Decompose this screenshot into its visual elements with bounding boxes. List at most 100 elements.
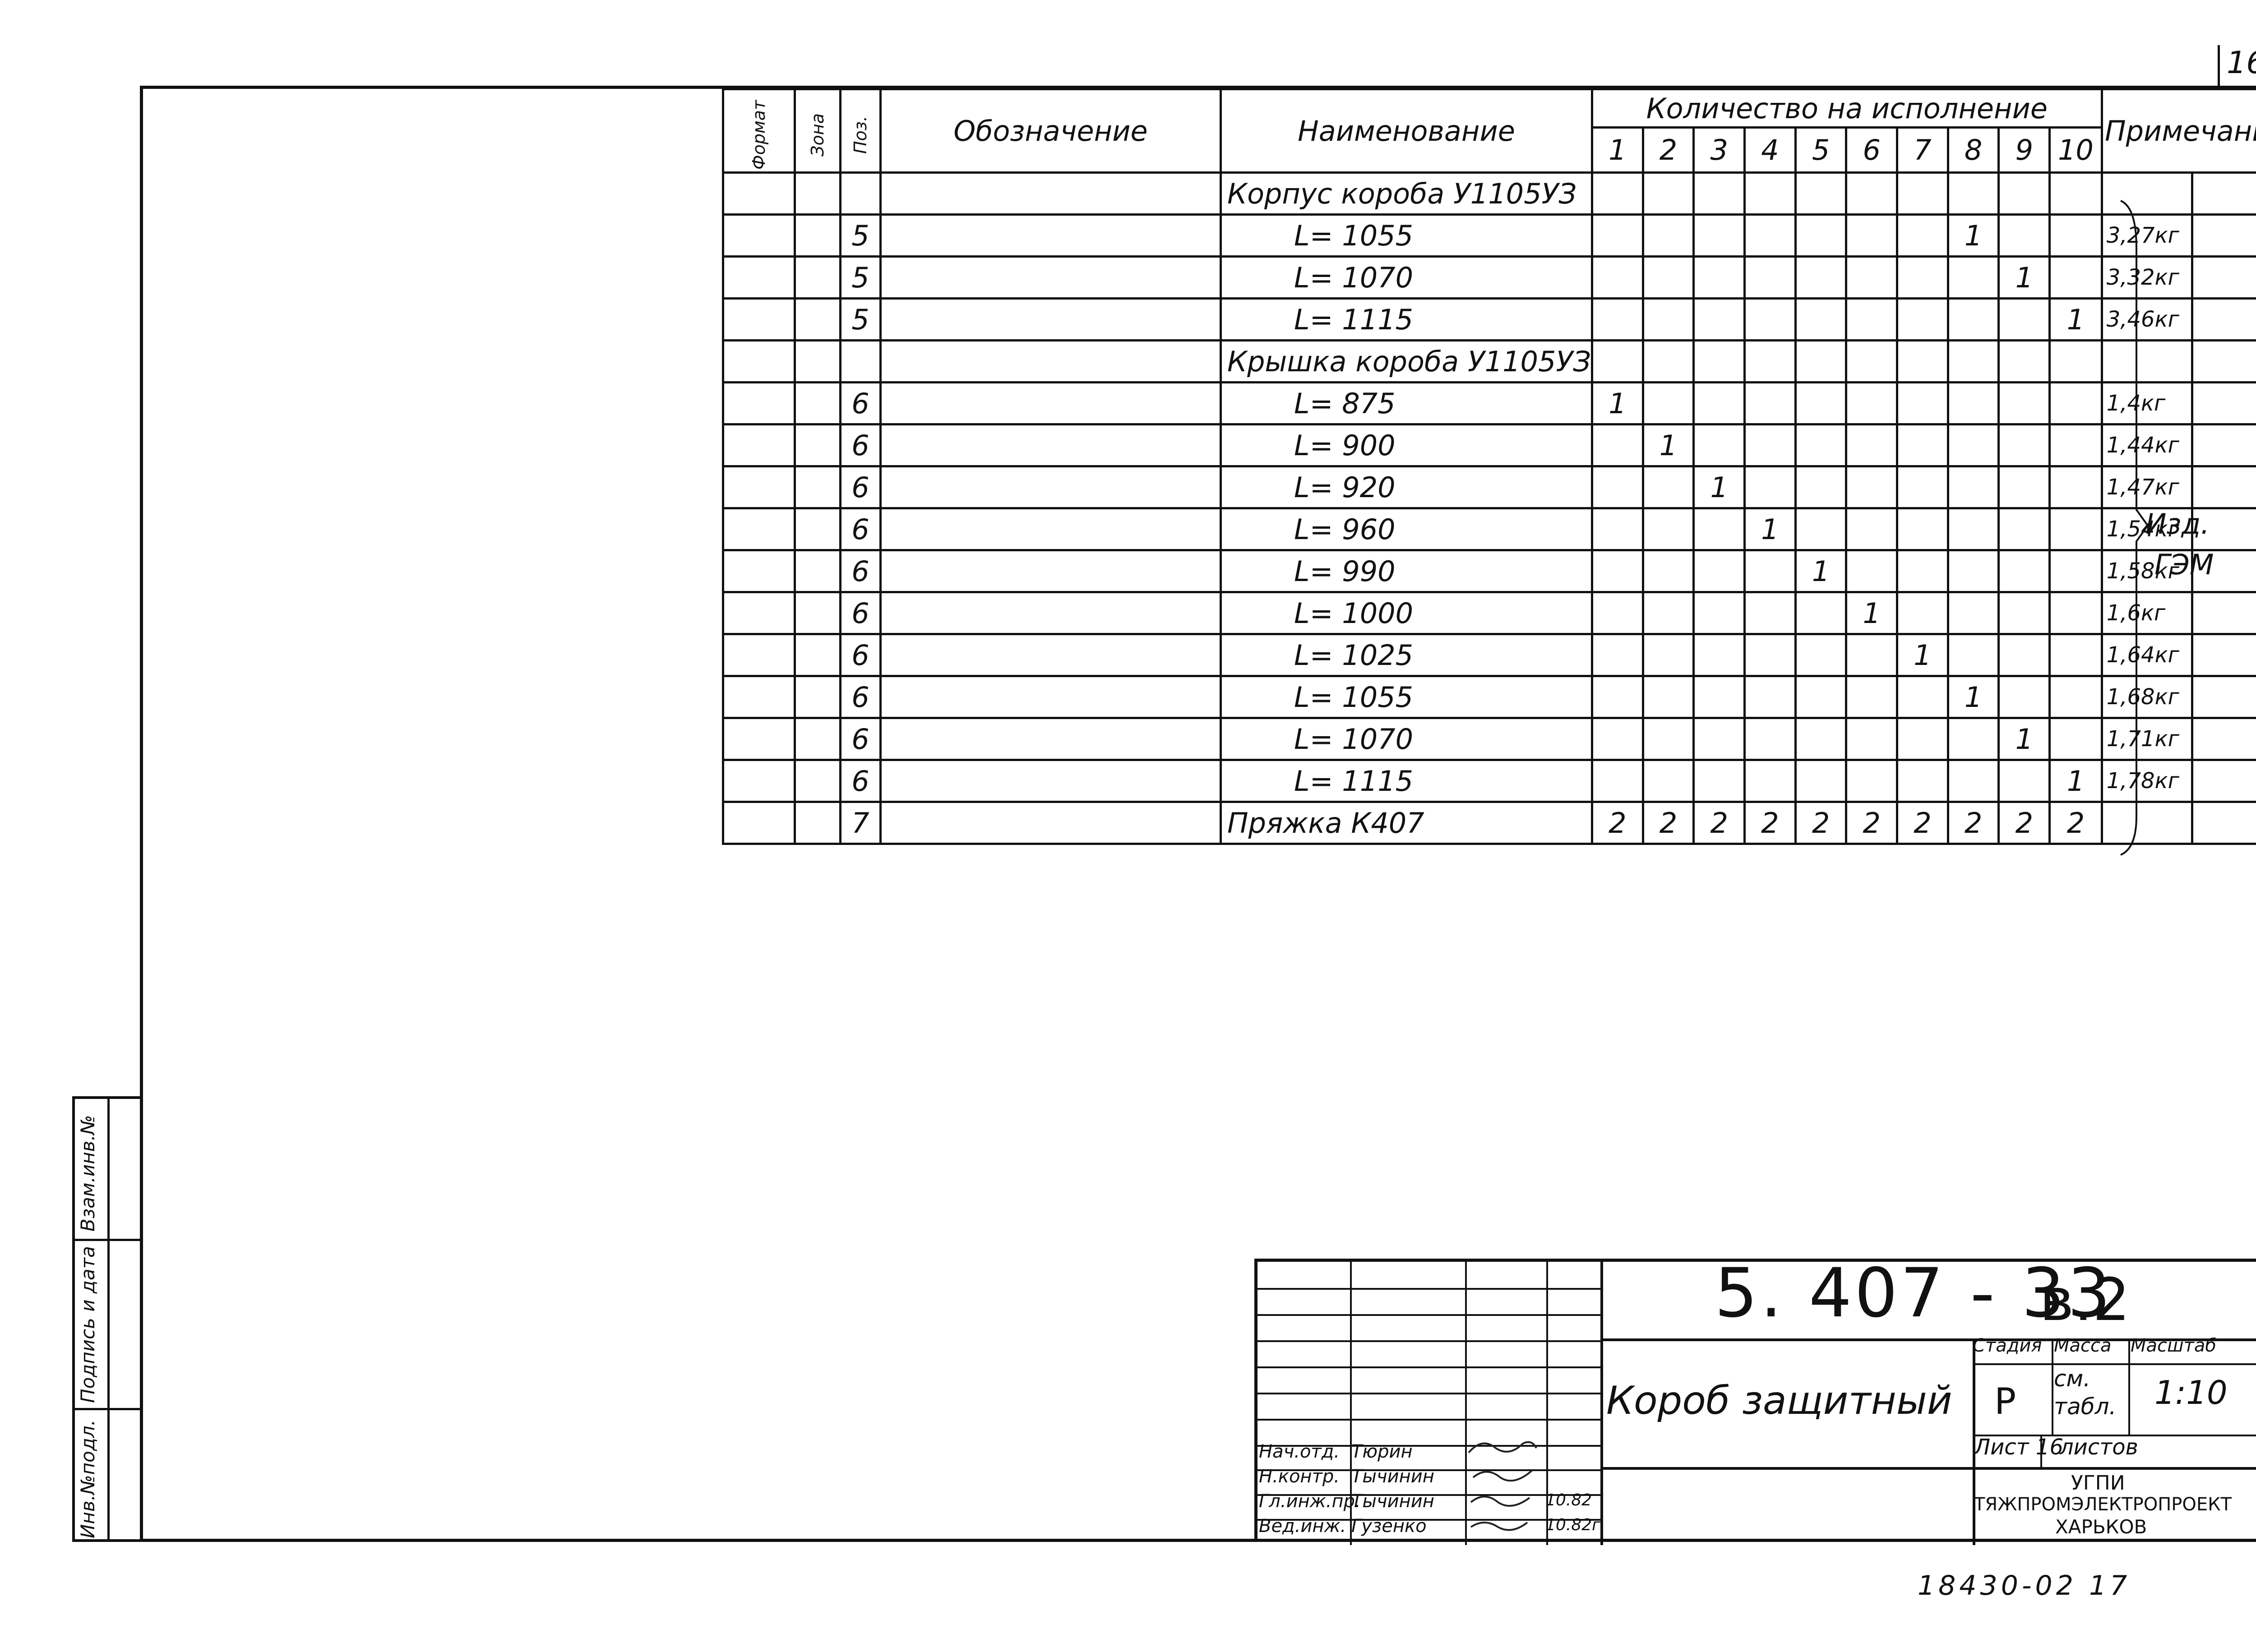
cell-zone xyxy=(794,549,841,593)
cell-qty xyxy=(1794,717,1848,761)
cell-qty xyxy=(1997,675,2051,719)
cell-qty xyxy=(1590,171,1644,216)
cell-name: L= 1115 xyxy=(1220,759,1593,803)
header-qty-col: 4 xyxy=(1743,126,1797,174)
cell-pos: 6 xyxy=(839,633,882,677)
cell-note-extra xyxy=(2191,549,2256,593)
cell-pos: 5 xyxy=(839,213,882,258)
cell-name: L= 990 xyxy=(1220,549,1593,593)
cell-qty xyxy=(2048,255,2103,300)
cell-note: 1,68кг xyxy=(2100,675,2193,719)
cell-name: L= 875 xyxy=(1220,381,1593,425)
org-line1: УГПИ xyxy=(2071,1472,2125,1495)
cell-qty xyxy=(1641,591,1695,635)
cell-qty xyxy=(1641,507,1695,551)
cell-qty xyxy=(1794,423,1848,467)
cell-qty: 2 xyxy=(1692,801,1746,845)
cell-qty xyxy=(1946,717,2000,761)
cell-qty xyxy=(1896,675,1949,719)
cell-qty xyxy=(1997,213,2051,258)
header-qty-col: 2 xyxy=(1641,126,1695,174)
cell-qty xyxy=(1845,759,1899,803)
doc-issue: в.2 xyxy=(2039,1265,2130,1334)
cell-qty xyxy=(1590,717,1644,761)
org-line2: ТЯЖПРОМЭЛЕКТРОПРОЕКТ xyxy=(1974,1494,2232,1515)
cell-qty xyxy=(1946,297,2000,341)
cell-name: Крышка короба У1105УЗ xyxy=(1220,339,1593,383)
cell-designation xyxy=(879,297,1222,341)
cell-qty xyxy=(1692,171,1746,216)
cell-qty xyxy=(1997,297,2051,341)
cell-qty xyxy=(1692,423,1746,467)
cell-format xyxy=(721,381,796,425)
cell-qty xyxy=(1946,423,2000,467)
cell-zone xyxy=(794,255,841,300)
cell-qty xyxy=(1590,507,1644,551)
cell-qty xyxy=(1896,255,1949,300)
cell-qty xyxy=(1692,675,1746,719)
cell-qty xyxy=(1896,423,1949,467)
role-person: Тычинин xyxy=(1351,1466,1434,1487)
cell-format xyxy=(721,507,796,551)
cell-qty xyxy=(1641,171,1695,216)
cell-qty: 1 xyxy=(1590,381,1644,425)
cell-qty xyxy=(2048,717,2103,761)
cell-qty xyxy=(1845,717,1899,761)
cell-name: L= 920 xyxy=(1220,465,1593,509)
cell-qty xyxy=(1641,339,1695,383)
cell-qty xyxy=(1590,633,1644,677)
cell-name: L= 900 xyxy=(1220,423,1593,467)
cell-note: 1,71кг xyxy=(2100,717,2193,761)
cell-note xyxy=(2100,171,2193,216)
cell-qty xyxy=(1794,255,1848,300)
cell-note: 1,78кг xyxy=(2100,759,2193,803)
cell-format xyxy=(721,801,796,845)
title-block xyxy=(1254,1259,2256,1545)
cell-qty xyxy=(1997,381,2051,425)
cell-zone xyxy=(794,801,841,845)
cell-zone xyxy=(794,339,841,383)
cell-pos: 7 xyxy=(839,801,882,845)
cell-qty xyxy=(1896,339,1949,383)
cell-designation xyxy=(879,381,1222,425)
cell-pos: 6 xyxy=(839,591,882,635)
cell-note: 1,4кг xyxy=(2100,381,2193,425)
cell-name: L= 1055 xyxy=(1220,675,1593,719)
cell-qty: 2 xyxy=(1946,801,2000,845)
cell-qty: 1 xyxy=(1794,549,1848,593)
cell-qty xyxy=(1845,171,1899,216)
cell-pos: 6 xyxy=(839,675,882,719)
cell-qty xyxy=(1641,381,1695,425)
cell-pos xyxy=(839,339,882,383)
role-title: Гл.инж.пр. xyxy=(1259,1491,1361,1512)
note-bracket xyxy=(2120,200,2149,856)
cell-note-extra xyxy=(2191,591,2256,635)
cell-designation xyxy=(879,591,1222,635)
cell-qty xyxy=(1946,591,2000,635)
spec-row: Корпус короба У1105УЗ xyxy=(721,171,2256,216)
cell-qty xyxy=(1692,717,1746,761)
cell-qty xyxy=(1641,549,1695,593)
cell-qty xyxy=(1692,759,1746,803)
drawing-frame xyxy=(140,86,2256,1542)
cell-qty xyxy=(1743,549,1797,593)
cell-note-extra xyxy=(2191,633,2256,677)
cell-qty: 2 xyxy=(1845,801,1899,845)
cell-qty xyxy=(1794,675,1848,719)
cell-qty xyxy=(1743,465,1797,509)
cell-qty: 2 xyxy=(1896,801,1949,845)
cell-format xyxy=(721,339,796,383)
cell-qty xyxy=(1896,171,1949,216)
cell-qty xyxy=(2048,423,2103,467)
org-line3: ХАРЬКОВ xyxy=(2055,1516,2147,1538)
cell-qty xyxy=(2048,675,2103,719)
cell-qty: 1 xyxy=(2048,759,2103,803)
cell-pos xyxy=(839,171,882,216)
cell-note-extra xyxy=(2191,675,2256,719)
cell-qty: 2 xyxy=(1590,801,1644,845)
